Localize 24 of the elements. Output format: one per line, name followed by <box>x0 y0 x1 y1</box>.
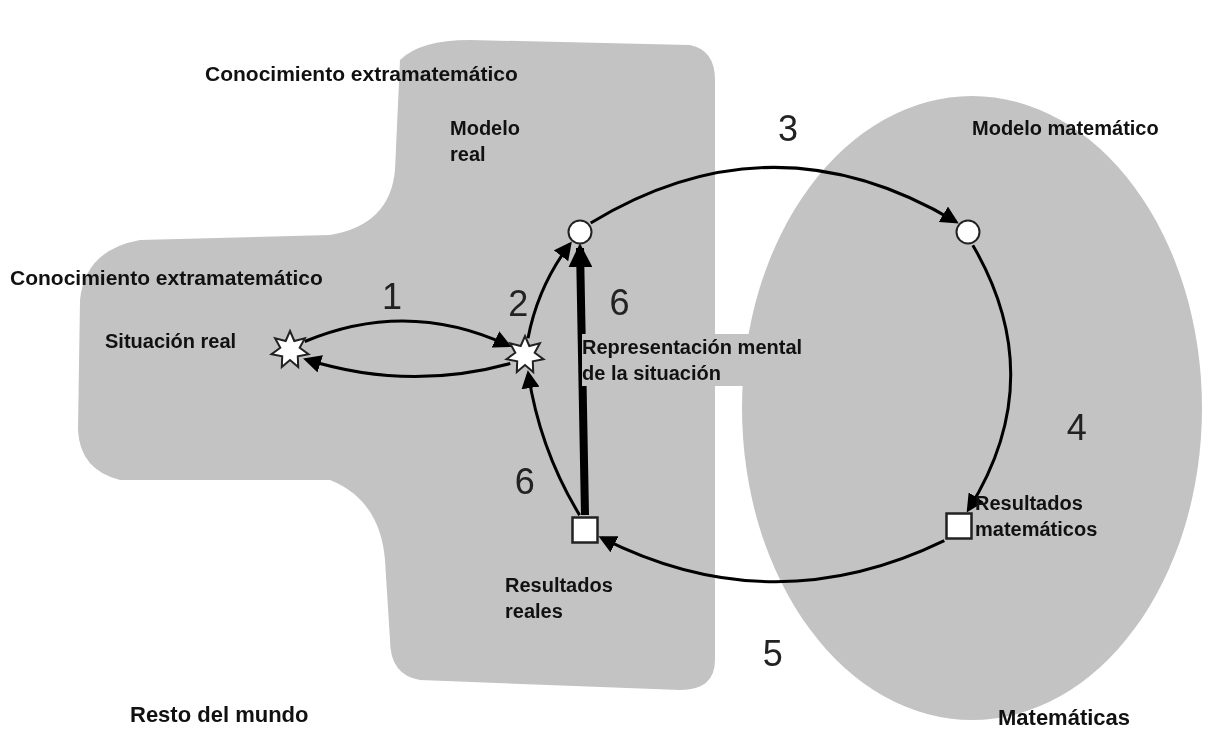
node-label: Resultados matemáticos <box>975 491 1099 542</box>
node-label: Resultados reales <box>505 573 614 624</box>
arrow <box>526 241 572 339</box>
edge-label: 5 <box>762 635 783 672</box>
region-title: Matemáticas <box>998 705 1132 731</box>
node-label: Situación real <box>105 329 238 354</box>
region-note: Conocimiento extramatemático <box>205 62 518 86</box>
arrow <box>521 370 581 516</box>
node-label: Modelo real <box>450 116 521 167</box>
arrow <box>598 535 945 584</box>
arrow <box>568 243 593 516</box>
edge-label: 1 <box>382 279 403 315</box>
edge-label: 6 <box>514 463 535 500</box>
edge-label: 4 <box>1066 409 1087 446</box>
edge-label: 3 <box>778 111 799 148</box>
arrow <box>589 165 959 225</box>
region-title: Resto del mundo <box>130 702 310 728</box>
region-note: Conocimiento extramatemático <box>10 266 323 290</box>
arrow <box>304 319 512 349</box>
edge-label: 2 <box>508 285 529 322</box>
node-label: Modelo matemático <box>972 116 1160 141</box>
arrow <box>966 244 1013 513</box>
arrow <box>303 354 511 378</box>
edge-label: 6 <box>609 284 630 321</box>
